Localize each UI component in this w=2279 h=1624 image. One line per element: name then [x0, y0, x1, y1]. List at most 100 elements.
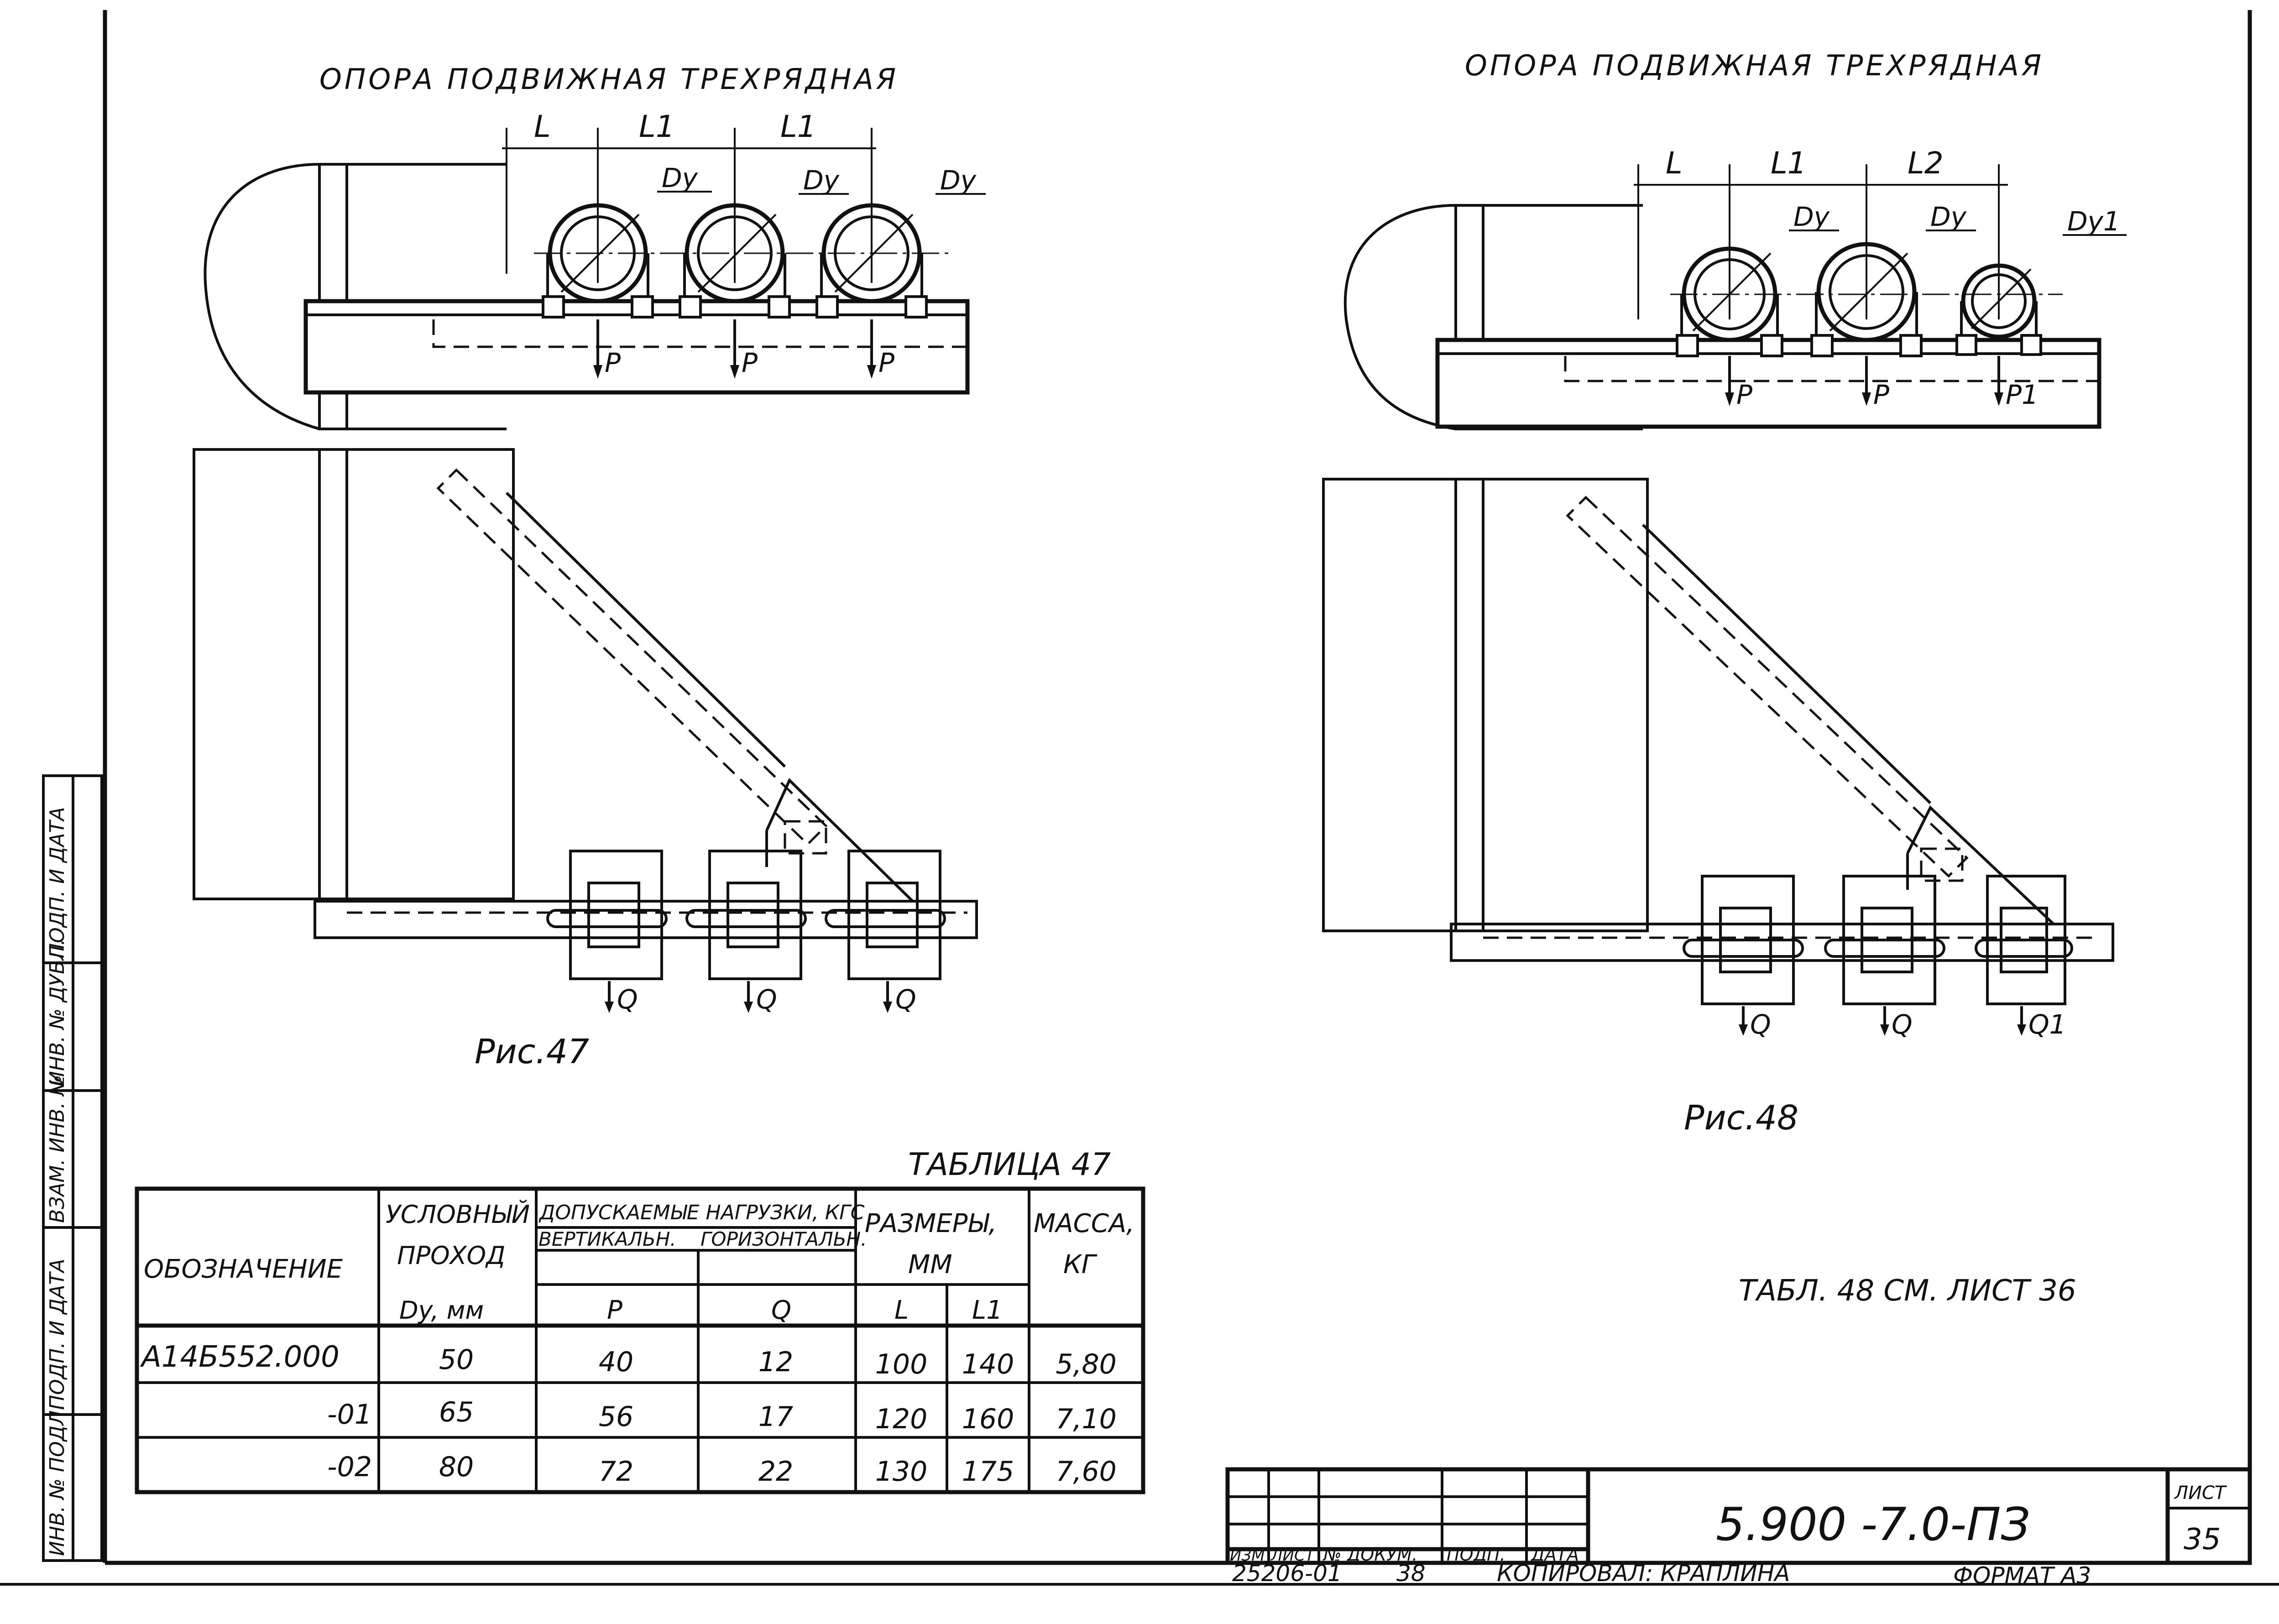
title-block: ИЗМ ЛИСТ № ДОКУМ. ПОДП. ДАТА 5.900 -7.0-…: [1225, 1467, 2252, 1589]
tb-col-dokum: № ДОКУМ.: [1322, 1545, 1417, 1565]
th-sizes-1: РАЗМЕРЫ,: [865, 1209, 997, 1238]
fig47-plan-clamps: [546, 850, 946, 980]
table-row: А14Б552.000 50 40 12 100 140 5,80: [140, 1340, 1117, 1380]
figure-48: ОПОРА ПОДВИЖНАЯ ТРЕХРЯДНАЯ L L1 L2: [1322, 49, 2127, 1308]
figure-47: ОПОРА ПОДВИЖНАЯ ТРЕХРЯДНАЯ L L1 L1: [193, 63, 986, 1071]
fig47-q-3: Q: [895, 984, 916, 1015]
fig47-dim-l1-a: L1: [639, 109, 675, 144]
cell-l1: 175: [962, 1456, 1014, 1488]
cell-dy: 80: [439, 1451, 474, 1483]
cell-designation: А14Б552.000: [140, 1340, 340, 1374]
side-stamp: ИНВ. № ПОДЛ. ПОДП. И ДАТА ВЗАМ. ИНВ. № И…: [42, 774, 103, 1562]
th-loads-group: ДОПУСКАЕМЫЕ НАГРУЗКИ, КГС: [538, 1201, 865, 1224]
fig47-dimensions: L L1 L1: [502, 109, 876, 283]
fig48-strut: [1566, 496, 2055, 925]
table-row: -02 80 72 22 130 175 7,60: [327, 1451, 1117, 1488]
th-p: P: [607, 1295, 622, 1325]
copied-by: КОПИРОВАЛ: КРАПЛИНА: [1497, 1560, 1790, 1587]
fig47-load-arrows-p: P P P: [593, 319, 894, 379]
th-nominal-1: УСЛОВНЫЙ: [386, 1200, 530, 1229]
th-q: Q: [771, 1295, 791, 1325]
fig48-title: ОПОРА ПОДВИЖНАЯ ТРЕХРЯДНАЯ: [1465, 49, 2044, 82]
cell-q: 12: [758, 1346, 793, 1378]
fig48-p-3: P1: [2006, 379, 2039, 410]
cell-l: 120: [875, 1403, 928, 1435]
cell-mass: 7,60: [1056, 1456, 1117, 1488]
stamp-podp-data-1: ПОДП. И ДАТА: [46, 1258, 69, 1410]
cell-q: 22: [758, 1456, 793, 1488]
fig48-dim-l1: L1: [1771, 146, 1807, 181]
fig48-pipe-label-1: Dy: [1793, 201, 1830, 232]
table-row: -01 65 56 17 120 160 7,10: [327, 1396, 1117, 1435]
fig48-pipe-2: [1810, 242, 1923, 357]
fig48-q-3: Q1: [2028, 1009, 2066, 1040]
archive-num: 38: [1396, 1560, 1426, 1587]
fig47-load-arrows-q: Q Q Q: [605, 981, 916, 1015]
fig48-pipe-3: [1955, 263, 2042, 356]
table-47: ТАБЛИЦА 47 ОБОЗНАЧЕНИЕ УСЛОВНЫЙ ПРОХОД D…: [135, 1147, 1145, 1494]
stamp-inv-podl: ИНВ. № ПОДЛ.: [46, 1404, 69, 1556]
fig47-p-1: P: [605, 347, 621, 378]
fig47-p-2: P: [742, 347, 758, 378]
fig48-dim-l2: L2: [1908, 146, 1944, 181]
table48-note: ТАБЛ. 48 СМ. ЛИСТ 36: [1739, 1274, 2076, 1308]
th-mass-2: КГ: [1063, 1250, 1098, 1279]
fig47-q-1: Q: [617, 984, 638, 1015]
cell-mass: 5,80: [1056, 1348, 1117, 1380]
cell-l: 100: [875, 1348, 928, 1380]
cell-designation: -01: [327, 1399, 372, 1431]
cell-p: 56: [599, 1401, 633, 1433]
fig48-pipe-label-2: Dy: [1930, 201, 1967, 232]
cell-l1: 140: [962, 1348, 1014, 1380]
cell-p: 40: [599, 1346, 633, 1378]
fig47-caption: Рис.47: [475, 1032, 589, 1071]
fig48-load-arrows-p: P P P1: [1725, 356, 2039, 410]
fig48-p-2: P: [1873, 379, 1889, 410]
tb-col-podp: ПОДП.: [1447, 1545, 1505, 1565]
cell-p: 72: [599, 1456, 633, 1488]
th-sizes-2: ММ: [908, 1250, 952, 1279]
th-horizontal: ГОРИЗОНТАЛЬН.: [700, 1228, 867, 1250]
fig48-dimensions: L L1 L2: [1634, 146, 2008, 319]
stamp-podp-data-2: ПОДП. И ДАТА: [46, 807, 69, 958]
th-vertical: ВЕРТИКАЛЬН.: [538, 1228, 676, 1250]
fig47-pipe-label-2: Dy: [803, 165, 840, 196]
fig48-p-1: P: [1736, 379, 1752, 410]
cell-dy: 65: [439, 1396, 474, 1428]
fig48-q-2: Q: [1892, 1009, 1913, 1040]
fig48-dim-l: L: [1666, 146, 1683, 181]
th-nominal-2: ПРОХОД: [397, 1241, 505, 1270]
fig47-title: ОПОРА ПОДВИЖНАЯ ТРЕХРЯДНАЯ: [319, 63, 899, 96]
fig47-pipe-label-1: Dy: [662, 162, 698, 193]
th-l: L: [894, 1295, 909, 1325]
paper-format: ФОРМАТ А3: [1953, 1562, 2091, 1589]
sheet-number: 35: [2184, 1523, 2221, 1556]
cell-mass: 7,10: [1056, 1403, 1117, 1435]
fig47-dim-l1-b: L1: [780, 109, 816, 144]
cell-l1: 160: [962, 1403, 1014, 1435]
th-designation: ОБОЗНАЧЕНИЕ: [144, 1254, 343, 1284]
cell-l: 130: [875, 1456, 928, 1488]
fig47-pipe-label-3: Dy: [940, 165, 977, 196]
fig48-plan-clamps: [1683, 875, 2073, 1005]
cell-q: 17: [758, 1401, 793, 1433]
doc-number: 5.900 -7.0-ПЗ: [1716, 1498, 2030, 1551]
fig48-caption: Рис.48: [1684, 1098, 1798, 1138]
fig48-pipe-label-3: Dy1: [2067, 206, 2120, 237]
stamp-vzam-inv: ВЗАМ. ИНВ. №: [46, 1075, 69, 1223]
fig47-q-2: Q: [756, 984, 777, 1015]
stamp-inv-dubl: ИНВ. № ДУБЛ.: [46, 939, 69, 1086]
table47-caption: ТАБЛИЦА 47: [908, 1147, 1111, 1183]
tb-col-list: ЛИСТ: [1270, 1546, 1316, 1565]
sheet-frame: [0, 10, 2279, 1586]
tb-col-data: ДАТА: [1530, 1545, 1579, 1565]
fig47-p-3: P: [878, 347, 894, 378]
archive-code: 25206-01: [1232, 1560, 1342, 1587]
tb-col-izm: ИЗМ: [1230, 1546, 1265, 1565]
fig47-strut: [436, 468, 914, 903]
th-nominal-3: Dy, мм: [399, 1296, 484, 1325]
sheet-label: ЛИСТ: [2174, 1483, 2227, 1504]
fig47-dim-l: L: [534, 109, 551, 144]
cell-dy: 50: [439, 1344, 474, 1376]
